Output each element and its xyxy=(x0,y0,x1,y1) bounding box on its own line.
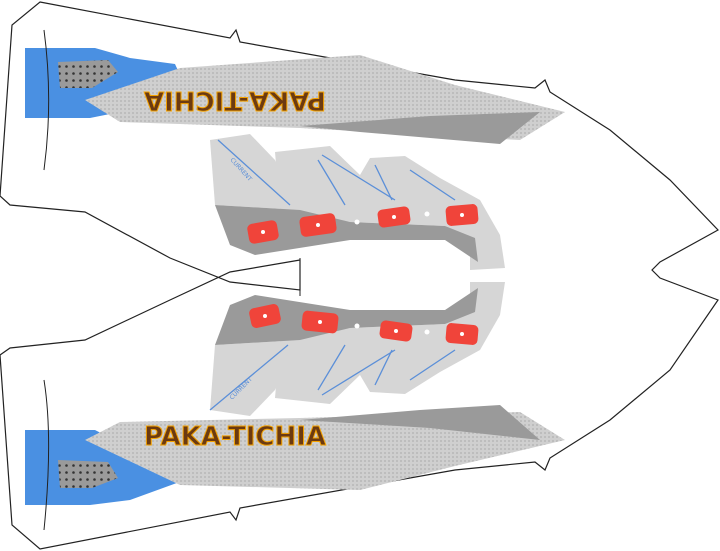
top-brand-logo: PAKA-TICHIA xyxy=(144,85,326,115)
eyelet-b6-hole xyxy=(460,332,464,336)
eyelet-3-hole xyxy=(354,219,360,225)
eyelet-b1-hole xyxy=(263,314,267,318)
top-eyerow xyxy=(215,205,478,262)
bottom-brand-logo: PAKA-TICHIA xyxy=(144,422,326,452)
eyelet-6-hole xyxy=(460,213,464,217)
lower-quarter: CURRENT PAKA-TICHIA xyxy=(25,282,565,531)
heel-dot-texture-bottom xyxy=(58,460,118,488)
heel-dot-texture xyxy=(58,60,118,88)
upper-quarter: CURRENT PAKA-TICHIA xyxy=(25,29,565,296)
bottom-eyestay xyxy=(210,340,300,416)
bottom-dark-stripe xyxy=(300,405,540,440)
eyelet-b2-hole xyxy=(318,320,322,324)
eyelet-b4-hole xyxy=(394,329,398,333)
bottom-eyerow xyxy=(215,288,478,345)
top-heel-seam xyxy=(43,29,50,171)
eyelet-4-hole xyxy=(392,215,396,219)
bottom-stitch-lines xyxy=(209,344,456,411)
eyelet-1-hole xyxy=(261,230,265,234)
eyelet-b3-hole xyxy=(354,323,360,329)
top-dark-stripe xyxy=(300,112,540,144)
eyelet-b5-hole xyxy=(424,329,430,335)
bottom-lace-cage xyxy=(275,282,505,404)
eyelet-2-hole xyxy=(316,223,320,227)
bottom-heel-seam xyxy=(43,379,50,531)
top-stitch-lines xyxy=(217,139,456,206)
bottom-gray-band xyxy=(85,412,565,490)
eyelet-5-hole xyxy=(424,211,430,217)
top-lace-cage xyxy=(275,146,505,270)
